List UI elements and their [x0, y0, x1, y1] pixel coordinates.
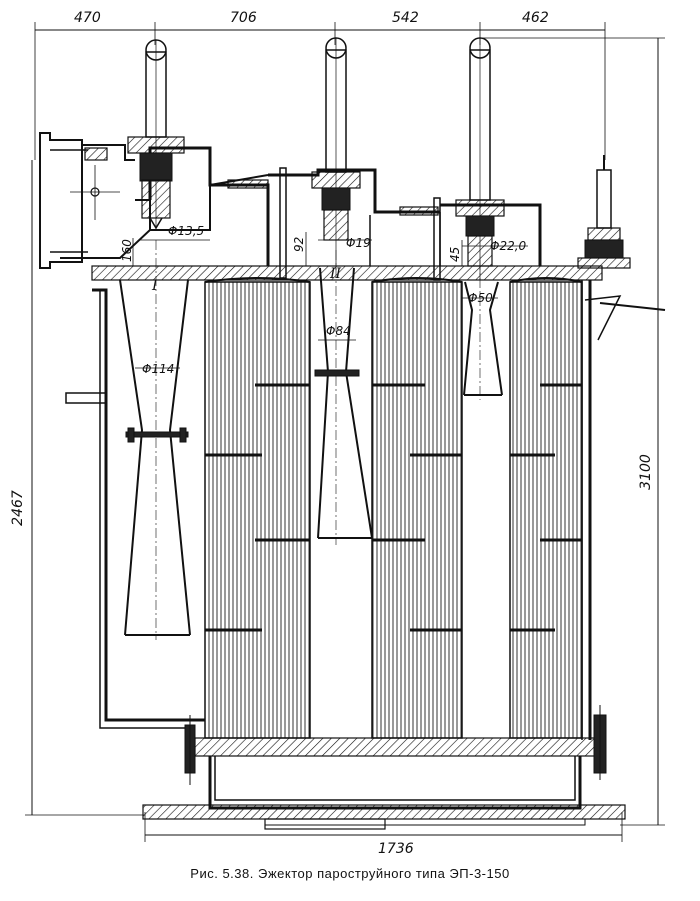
dim-throat-2: Φ84 [326, 324, 351, 338]
diffuser-stage-3 [463, 260, 503, 400]
dim-height-3100: 3100 [638, 454, 654, 490]
inner-dimension-leaders [132, 232, 528, 369]
dim-throat-3: Φ50 [468, 291, 493, 305]
dim-height-2467: 2467 [10, 490, 26, 526]
dim-width-1736: 1736 [378, 841, 414, 857]
tube-bundle-2 [371, 277, 463, 739]
dim-throat-1: Φ114 [142, 362, 174, 376]
tube-bundle-3 [509, 277, 583, 739]
top-dimension-line [34, 22, 606, 160]
dim-nozzle-1: Φ13,5 [168, 224, 204, 238]
dim-top-542: 542 [392, 10, 419, 26]
ejector-shell [65, 265, 666, 830]
dim-top-462: 462 [522, 10, 549, 26]
dim-top-470: 470 [74, 10, 101, 26]
left-height-dimension [25, 160, 145, 816]
right-height-dimension [482, 37, 665, 826]
figure-caption: Рис. 5.38. Эжектор пароструйного типа ЭП… [190, 866, 510, 881]
right-gauge-valve [577, 155, 631, 269]
valve-spindle-2 [311, 37, 361, 270]
dim-nozzle-3: Φ22,0 [490, 239, 527, 253]
dim-gap-2: 92 [292, 237, 306, 252]
stage-label-1: I [151, 278, 158, 294]
dim-gap-1: 160 [120, 239, 134, 262]
diffuser-stage-2 [314, 250, 373, 545]
dim-gap-3: 45 [448, 247, 462, 262]
stage-label-2: II [329, 266, 342, 282]
diffuser-stage-1 [119, 240, 191, 640]
dim-top-706: 706 [230, 10, 257, 26]
tube-bundle-1 [204, 277, 311, 739]
dim-nozzle-2: Φ19 [346, 236, 371, 250]
valve-spindle-1 [127, 39, 185, 230]
